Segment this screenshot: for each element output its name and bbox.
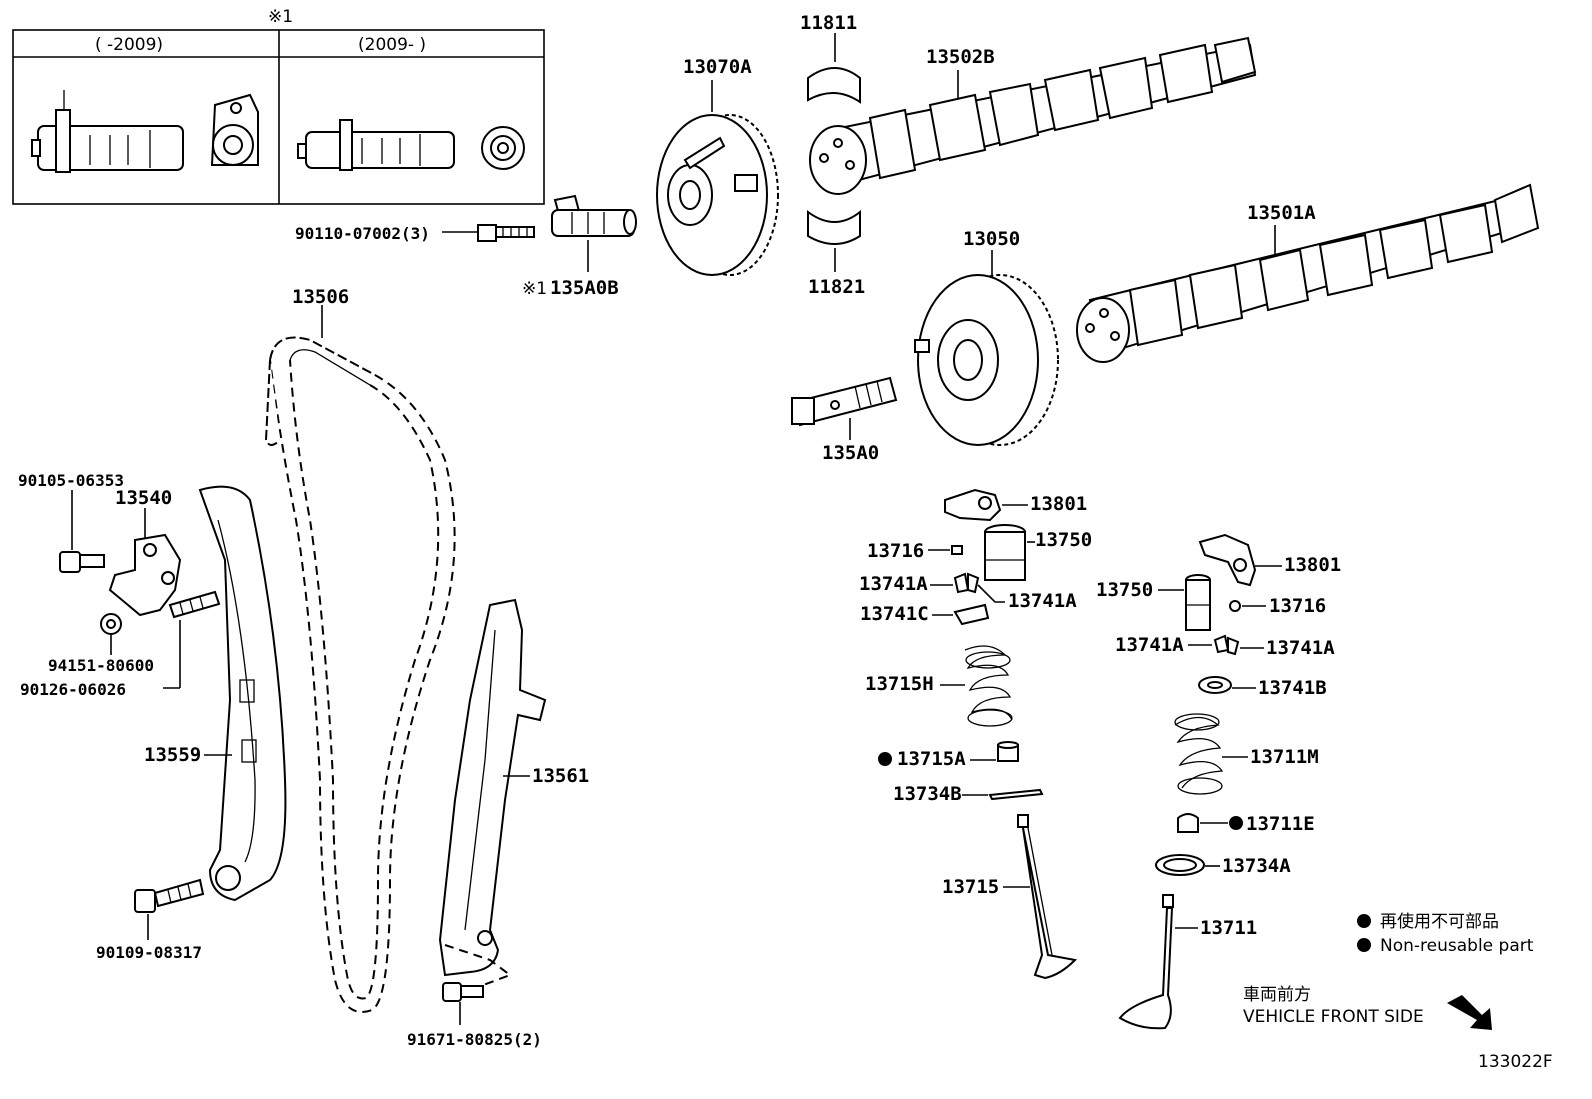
label-13540: 13540 <box>115 487 172 509</box>
oil-control-valve-135A0B <box>551 194 637 237</box>
ocv-old-end-view <box>210 93 259 166</box>
front-arrow-icon <box>1447 995 1492 1030</box>
label-11821: 11821 <box>808 276 865 298</box>
inset-col-right: (2009- ) <box>358 35 426 55</box>
bearing-11811 <box>807 67 861 104</box>
label-90126-06026: 90126-06026 <box>20 680 126 699</box>
vehicle-front-jp: 車両前方 <box>1243 985 1311 1005</box>
ocv-new-illustration <box>297 119 455 171</box>
chain-guide-13561 <box>438 598 547 991</box>
label-13801-right: 13801 <box>1284 554 1341 576</box>
label-13716-left: 13716 <box>867 540 924 562</box>
camshaft-13502B <box>809 36 1257 195</box>
legend-non-reusable-en: Non-reusable part <box>1380 936 1534 956</box>
label-91671-80825: 91671-80825(2) <box>407 1030 542 1049</box>
legend-non-reusable-jp: 再使用不可部品 <box>1380 911 1499 932</box>
keepers-13741A-left <box>953 572 980 594</box>
valve-seal-13711E <box>1177 813 1199 833</box>
stud-90126 <box>168 590 221 619</box>
label-13741C: 13741C <box>860 603 929 625</box>
label-13734B: 13734B <box>893 783 962 805</box>
vehicle-front-en: VEHICLE FRONT SIDE <box>1243 1007 1424 1027</box>
lash-adjuster-13750-right <box>1185 574 1211 631</box>
label-13501A: 13501A <box>1247 202 1316 224</box>
label-13715: 13715 <box>942 876 999 898</box>
bolt-91671 <box>442 982 484 1002</box>
label-13050: 13050 <box>963 228 1020 250</box>
label-135A0: 135A0 <box>822 442 879 464</box>
label-94151-80600: 94151-80600 <box>48 656 154 675</box>
lash-adjuster-13750-left <box>984 524 1026 581</box>
vvt-gear-13070A <box>656 114 779 276</box>
label-13741A-left-a: 13741A <box>859 573 928 595</box>
label-11811: 11811 <box>800 12 857 34</box>
label-13750-right: 13750 <box>1096 579 1153 601</box>
ocv-new-end-view <box>481 126 525 170</box>
label-13711E: 13711E <box>1246 813 1315 835</box>
label-135A0B-mark: ※1 <box>522 279 547 299</box>
label-13801-left: 13801 <box>1030 493 1087 515</box>
label-13715H: 13715H <box>865 673 934 695</box>
label-13070A: 13070A <box>683 56 752 78</box>
label-13506: 13506 <box>292 286 349 308</box>
label-13502B: 13502B <box>926 46 995 68</box>
label-13711: 13711 <box>1200 917 1257 939</box>
ocv-old-illustration <box>31 90 184 173</box>
label-13561: 13561 <box>532 765 589 787</box>
label-13716-right: 13716 <box>1269 595 1326 617</box>
valve-13715 <box>1017 814 1078 980</box>
seat-13734A <box>1155 854 1205 876</box>
retainer-13741B <box>1198 676 1232 694</box>
variant-inset: ※1 ( -2009) (2009- ) <box>12 7 545 205</box>
bolt-90109 <box>134 878 205 913</box>
label-13715A: 13715A <box>897 748 966 770</box>
label-13559: 13559 <box>144 744 201 766</box>
label-13741A-right-b: 13741A <box>1266 637 1335 659</box>
rocker-arm-13801-right <box>1198 533 1257 587</box>
cap-13716-left <box>951 545 963 555</box>
chain-tensioner-13540 <box>108 533 182 617</box>
label-13741A-left-b: 13741A <box>1008 590 1077 612</box>
valve-13711 <box>1118 894 1174 1030</box>
camshaft-13501A <box>1076 183 1540 363</box>
label-90109-08317: 90109-08317 <box>96 943 202 962</box>
valve-spring-13715H <box>964 645 1013 727</box>
inset-col-left: ( -2009) <box>95 35 163 55</box>
cap-13716-right <box>1229 600 1241 612</box>
non-reusable-bullet-icon <box>1357 938 1371 952</box>
label-13711M: 13711M <box>1250 746 1319 768</box>
seat-13734B <box>988 788 1044 801</box>
retainer-13741C <box>953 603 990 626</box>
vvt-gear-13050 <box>914 274 1059 446</box>
label-90105-06353: 90105-06353 <box>18 471 124 490</box>
valve-spring-13711M <box>1174 713 1224 795</box>
label-13741A-right-a: 13741A <box>1115 634 1184 656</box>
nut-94151 <box>100 613 122 635</box>
vehicle-front-indicator: 車両前方 VEHICLE FRONT SIDE <box>1243 985 1492 1030</box>
bolt-90110 <box>477 224 535 242</box>
non-reusable-bullet-icon <box>1357 914 1371 928</box>
chain-slipper-13559 <box>198 485 287 902</box>
valve-seal-13715A <box>997 741 1019 762</box>
label-90110-07002: 90110-07002(3) <box>295 224 430 243</box>
label-13741B: 13741B <box>1258 677 1327 699</box>
diagram-code: 133022F <box>1478 1052 1553 1072</box>
inset-note-mark: ※1 <box>268 7 293 27</box>
label-13750-left: 13750 <box>1035 529 1092 551</box>
rocker-arm-13801-left <box>944 488 1002 522</box>
label-135A0B: 135A0B <box>550 277 619 299</box>
bolt-90105 <box>59 551 105 573</box>
legend: 再使用不可部品 Non-reusable part <box>1357 911 1534 956</box>
bearing-11821 <box>807 209 861 245</box>
oil-control-bolt-135A0 <box>791 376 898 427</box>
keepers-13741A-right <box>1213 634 1240 656</box>
label-13734A: 13734A <box>1222 855 1291 877</box>
timing-chain-13506 <box>264 336 456 1013</box>
